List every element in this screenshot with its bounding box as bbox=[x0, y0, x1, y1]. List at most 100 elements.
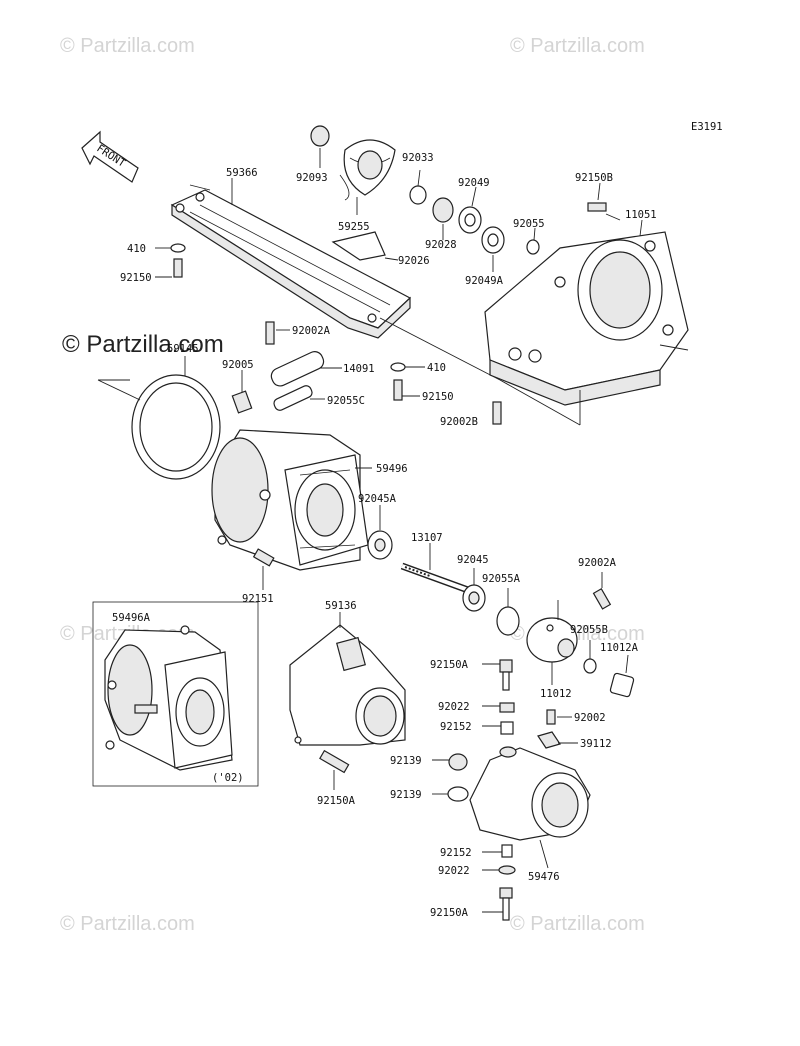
leader-line bbox=[639, 219, 643, 237]
leader-line bbox=[384, 257, 399, 261]
part-label: 92150 bbox=[120, 272, 152, 284]
part-label: 410 bbox=[427, 362, 446, 374]
bolt-head-part bbox=[499, 659, 513, 673]
part-label: 410 bbox=[127, 243, 146, 255]
impeller-part bbox=[339, 139, 396, 201]
part-label: 92150A bbox=[430, 659, 469, 671]
part-label: 92005 bbox=[222, 359, 254, 371]
o-ring-part bbox=[526, 239, 540, 255]
bushing-part bbox=[498, 865, 516, 875]
bolt-part bbox=[319, 749, 350, 774]
bushing-part bbox=[499, 702, 515, 713]
bushing-part bbox=[447, 786, 469, 802]
bolt-part bbox=[592, 588, 612, 610]
variant-inset-box bbox=[92, 601, 259, 787]
collar-part bbox=[501, 844, 513, 858]
diagram-code: E3191 bbox=[691, 121, 723, 133]
shaft-part bbox=[400, 562, 470, 594]
variant-note: ('02) bbox=[212, 772, 244, 784]
part-label: 11012 bbox=[540, 688, 572, 700]
bolt-part bbox=[546, 709, 556, 725]
part-label: 59136 bbox=[325, 600, 357, 612]
plate-part bbox=[331, 231, 386, 261]
leader-line bbox=[605, 213, 621, 221]
part-label: 14091 bbox=[343, 363, 375, 375]
part-label: 92055B bbox=[570, 624, 608, 636]
part-label: 92150 bbox=[422, 391, 454, 403]
bolt-part bbox=[252, 548, 275, 567]
bolt-part bbox=[502, 897, 510, 921]
o-ring-part bbox=[496, 606, 520, 636]
o-ring-part bbox=[583, 658, 597, 674]
part-label: 92055A bbox=[482, 573, 521, 585]
bolt-part bbox=[393, 379, 403, 401]
part-label: 92026 bbox=[398, 255, 430, 267]
watermark-main: © Partzilla.com bbox=[62, 331, 224, 358]
steering-nozzle-part bbox=[289, 624, 406, 746]
part-label: 92055C bbox=[327, 395, 365, 407]
part-label: 59145 bbox=[167, 343, 199, 355]
part-label: 92150B bbox=[575, 172, 613, 184]
watermark: © Partzilla.com bbox=[510, 35, 645, 57]
part-label: 92049A bbox=[465, 275, 504, 287]
part-label: 59255 bbox=[338, 221, 370, 233]
circlip-part bbox=[409, 185, 427, 205]
gasket-part bbox=[273, 385, 313, 411]
part-label: 92033 bbox=[402, 152, 434, 164]
ride-plate-part bbox=[170, 189, 412, 339]
washer-part bbox=[170, 243, 186, 253]
part-label: 92002A bbox=[292, 325, 331, 337]
bolt-part bbox=[502, 671, 510, 691]
pump-cap-part bbox=[526, 617, 578, 663]
bolt-part bbox=[265, 321, 275, 345]
bushing-part bbox=[448, 753, 468, 771]
part-label: 92002B bbox=[440, 416, 478, 428]
part-label: 92045A bbox=[358, 493, 397, 505]
part-label: 59496A bbox=[112, 612, 151, 624]
part-label: 92045 bbox=[457, 554, 489, 566]
leader-line bbox=[533, 227, 536, 241]
leader-line bbox=[499, 379, 581, 426]
watermark: © Partzilla.com bbox=[60, 35, 195, 57]
part-label: 92150A bbox=[430, 907, 469, 919]
part-label: 59496 bbox=[376, 463, 408, 475]
part-label: 92150A bbox=[317, 795, 356, 807]
part-label: 92022 bbox=[438, 865, 470, 877]
spacer-part bbox=[432, 197, 454, 223]
pump-housing-variant-part bbox=[104, 625, 233, 771]
bolt-part bbox=[173, 258, 183, 278]
lever-part bbox=[537, 731, 561, 749]
bolt-head-part bbox=[499, 887, 513, 899]
part-label: 59366 bbox=[226, 167, 258, 179]
washer-part bbox=[390, 362, 406, 372]
leader-line bbox=[659, 344, 689, 351]
part-label: 92152 bbox=[440, 721, 472, 733]
reverse-nozzle-part bbox=[469, 746, 591, 841]
part-label: 92002 bbox=[574, 712, 606, 724]
part-label: 92152 bbox=[440, 847, 472, 859]
bolt-part bbox=[587, 202, 607, 212]
liner-ring-part bbox=[131, 374, 221, 480]
part-label: 92093 bbox=[296, 172, 328, 184]
nipple-part bbox=[231, 390, 253, 414]
part-label: 59476 bbox=[528, 871, 560, 883]
leader-line bbox=[189, 184, 211, 191]
part-label: 11012A bbox=[600, 642, 639, 654]
leader-line bbox=[471, 186, 477, 207]
part-label: 39112 bbox=[580, 738, 612, 750]
leader-line bbox=[97, 379, 141, 401]
leader-line bbox=[539, 839, 549, 869]
plug-part bbox=[609, 672, 635, 698]
leader-line bbox=[597, 182, 601, 201]
pump-case-part bbox=[484, 231, 689, 406]
part-label: 92139 bbox=[390, 789, 422, 801]
part-label: 13107 bbox=[411, 532, 443, 544]
cap-part bbox=[270, 351, 325, 387]
part-label: 92151 bbox=[242, 593, 274, 605]
impeller-nut-part bbox=[310, 125, 330, 147]
watermark: © Partzilla.com bbox=[510, 913, 645, 935]
part-label: 92022 bbox=[438, 701, 470, 713]
part-label: 92049 bbox=[458, 177, 490, 189]
